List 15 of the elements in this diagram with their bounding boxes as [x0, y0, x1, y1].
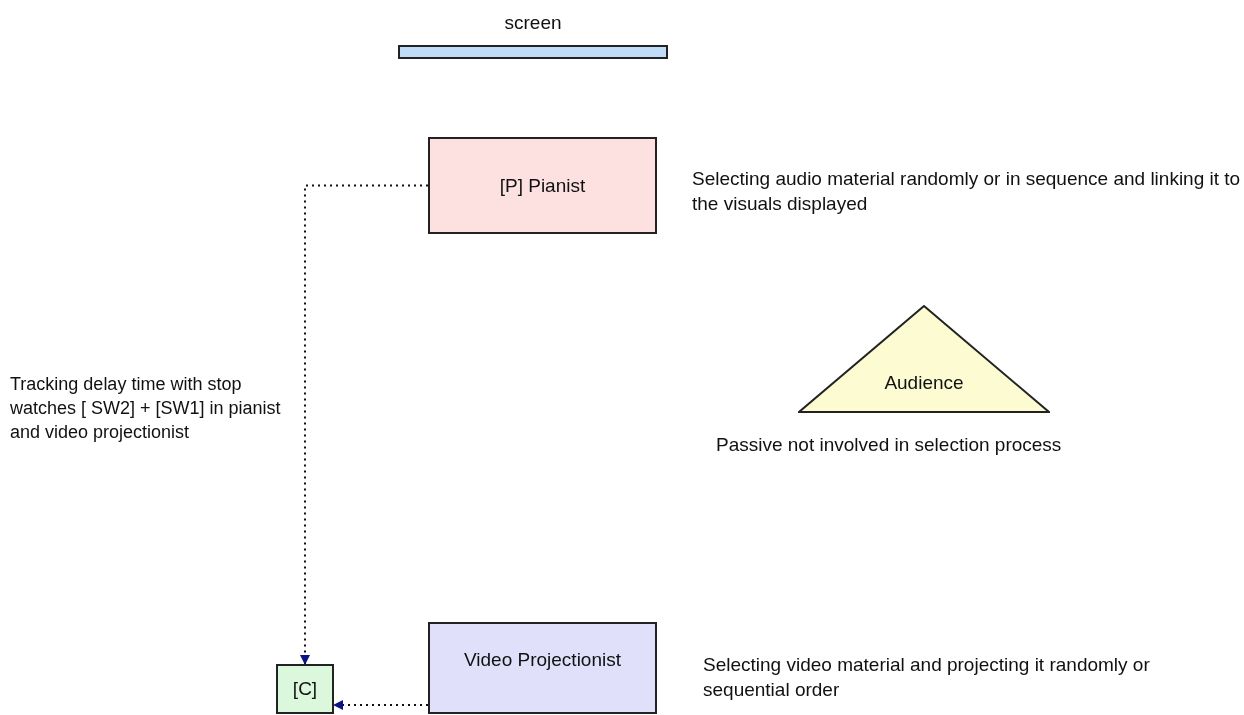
node-label: [C]: [291, 677, 319, 701]
screen-bar: [398, 45, 668, 59]
process-box: [428, 622, 657, 714]
dotted-arrow: [300, 184, 429, 665]
description-text: Selecting audio material randomly or in sequence and linking it to the visuals displayed: [692, 167, 1242, 216]
process-box: [428, 137, 657, 234]
node-label: Video Projectionist: [463, 648, 622, 672]
process-box: [276, 664, 334, 714]
node-label: [P] Pianist: [498, 173, 587, 198]
triangle-shape: [798, 305, 1050, 413]
screen-label: screen: [503, 11, 563, 35]
node-label: Audience: [883, 371, 965, 395]
description-text: Selecting video material and projecting it randomly or sequential order: [703, 653, 1151, 702]
description-text: Passive not involved in selection process: [716, 433, 1063, 457]
dotted-arrow: [333, 700, 429, 710]
